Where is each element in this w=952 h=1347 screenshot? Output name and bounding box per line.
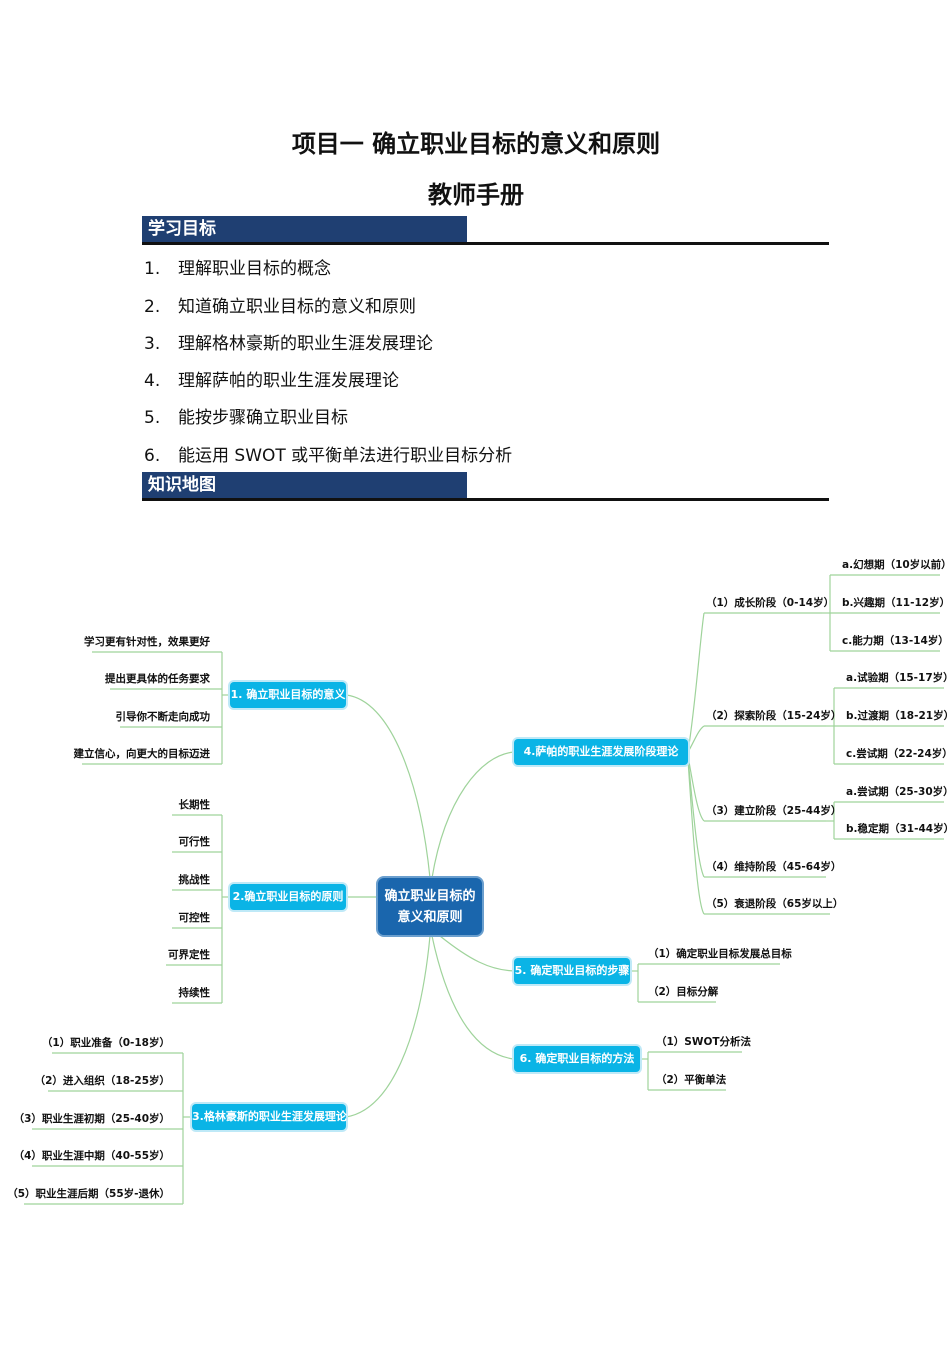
goal-number: 4. — [144, 371, 161, 391]
goal-item: 2. 知道确立职业目标的意义和原则 — [144, 292, 416, 317]
goal-item: 6. 能运用 SWOT 或平衡单法进行职业目标分析 — [144, 441, 512, 466]
mindmap-center-node: 确立职业目标的 意义和原则 — [376, 876, 484, 937]
connector — [687, 755, 705, 822]
super-substage: c.尝试期（22-24岁） — [846, 748, 952, 760]
super-substage: b.稳定期（31-44岁） — [846, 823, 952, 835]
connector — [687, 612, 705, 753]
connector — [687, 759, 705, 915]
section-rule — [142, 242, 829, 245]
goal-number: 5. — [144, 408, 161, 428]
super-stage: （4）维持阶段（45-64岁） — [706, 861, 842, 873]
connector — [687, 725, 705, 753]
section-heading-map: 知识地图 — [142, 472, 467, 499]
goal-item: 4. 理解萨帕的职业生涯发展理论 — [144, 366, 399, 391]
greenhaus-stage: （2）进入组织（18-25岁） — [34, 1075, 170, 1087]
center-line-2: 意义和原则 — [397, 910, 463, 925]
goal-number: 6. — [144, 446, 161, 466]
connector — [687, 757, 705, 878]
meaning-item: 学习更有针对性，效果更好 — [84, 636, 210, 648]
goal-number: 1. — [144, 259, 161, 279]
greenhaus-stage: （3）职业生涯初期（25-40岁） — [13, 1113, 170, 1125]
principle-item: 可行性 — [178, 836, 211, 848]
branch-6-box: 6. 确定职业目标的方法 — [514, 1046, 640, 1072]
connector — [431, 935, 515, 1060]
principle-item: 挑战性 — [178, 874, 211, 886]
super-substage: b.过渡期（18-21岁） — [846, 710, 952, 722]
connector — [439, 935, 515, 972]
meaning-item: 提出更具体的任务要求 — [105, 673, 210, 685]
goal-text: 理解萨帕的职业生涯发展理论 — [178, 371, 399, 391]
principle-item: 持续性 — [178, 987, 211, 999]
goal-text: 理解格林豪斯的职业生涯发展理论 — [178, 334, 433, 354]
branch-3-box: 3.格林豪斯的职业生涯发展理论 — [192, 1104, 347, 1130]
goal-text: 能按步骤确立职业目标 — [178, 408, 348, 428]
goal-text: 知道确立职业目标的意义和原则 — [178, 297, 416, 317]
section-heading-goals: 学习目标 — [142, 216, 467, 243]
goal-item: 1. 理解职业目标的概念 — [144, 254, 331, 279]
section-rule — [142, 498, 829, 501]
principle-item: 可控性 — [178, 912, 211, 924]
super-stage: （2）探索阶段（15-24岁） — [706, 710, 842, 722]
super-stage: （3）建立阶段（25-44岁） — [706, 805, 842, 817]
super-substage: b.兴趣期（11-12岁） — [842, 597, 951, 609]
branch-5-box: 5. 确定职业目标的步骤 — [514, 958, 630, 984]
super-substage: c.能力期（13-14岁） — [842, 635, 949, 647]
principle-item: 长期性 — [178, 799, 211, 811]
goal-text: 能运用 SWOT 或平衡单法进行职业目标分析 — [178, 446, 513, 466]
goal-item: 5. 能按步骤确立职业目标 — [144, 403, 348, 428]
meaning-item: 引导你不断走向成功 — [115, 711, 211, 723]
goal-number: 3. — [144, 334, 161, 354]
branch-2-box: 2.确立职业目标的原则 — [230, 884, 346, 910]
connector — [345, 694, 431, 879]
method-item: （2）平衡单法 — [656, 1074, 727, 1086]
goal-text: 理解职业目标的概念 — [178, 259, 331, 279]
method-item: （1）SWOT分析法 — [656, 1036, 752, 1048]
page-title: 项目一 确立职业目标的意义和原则 — [291, 130, 661, 158]
step-item: （2）目标分解 — [648, 986, 719, 998]
connector — [345, 935, 431, 1118]
super-stage: （5）衰退阶段（65岁以上） — [706, 898, 844, 910]
super-substage: a.试验期（15-17岁） — [846, 672, 952, 684]
connector — [431, 751, 515, 879]
page-subtitle: 教师手册 — [428, 181, 524, 209]
greenhaus-stage: （1）职业准备（0-18岁） — [41, 1037, 170, 1049]
branch-1-box: 1. 确立职业目标的意义 — [230, 682, 346, 708]
super-substage: a.幻想期（10岁以前） — [842, 559, 952, 571]
goal-number: 2. — [144, 297, 161, 317]
branch-4-box: 4.萨帕的职业生涯发展阶段理论 — [514, 739, 688, 765]
super-substage: a.尝试期（25-30岁） — [846, 786, 952, 798]
step-item: （1）确定职业目标发展总目标 — [648, 948, 792, 960]
meaning-item: 建立信心，向更大的目标迈进 — [73, 748, 211, 760]
greenhaus-stage: （5）职业生涯后期（55岁-退休） — [7, 1188, 170, 1200]
center-line-1: 确立职业目标的 — [384, 889, 476, 904]
goal-item: 3. 理解格林豪斯的职业生涯发展理论 — [144, 329, 433, 354]
greenhaus-stage: （4）职业生涯中期（40-55岁） — [13, 1150, 170, 1162]
principle-item: 可界定性 — [168, 949, 210, 961]
super-stage: （1）成长阶段（0-14岁） — [706, 597, 835, 609]
